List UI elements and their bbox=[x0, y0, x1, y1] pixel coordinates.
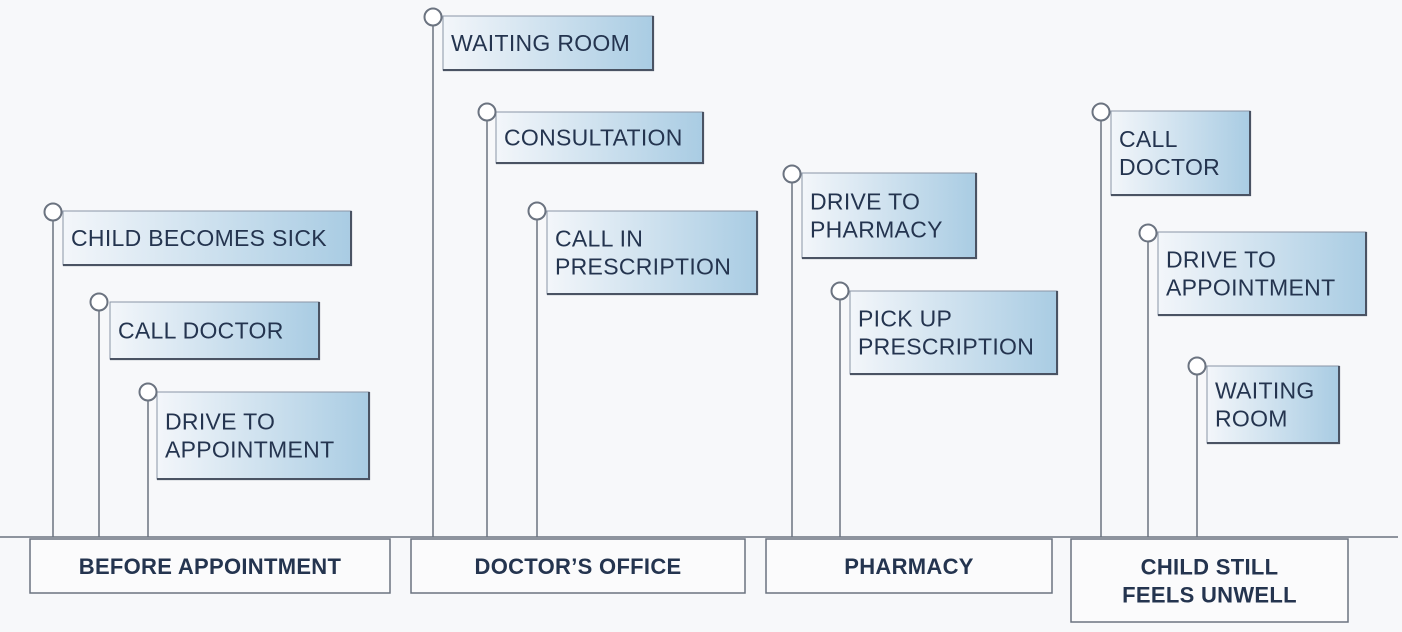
pin-circle-icon bbox=[43, 202, 63, 222]
flag-label: DRIVE TO bbox=[1166, 247, 1276, 273]
stage-label: CHILD STILL bbox=[1141, 555, 1279, 580]
pin-circle-icon bbox=[423, 7, 443, 27]
flag-label: WAITING ROOM bbox=[451, 30, 630, 56]
stage-label: BEFORE APPOINTMENT bbox=[79, 554, 342, 579]
flag-step: CONSULTATION bbox=[477, 102, 705, 537]
flag-box bbox=[1206, 365, 1340, 444]
stage-box bbox=[765, 538, 1053, 594]
flag-label: CALL bbox=[1119, 126, 1178, 152]
flag-box bbox=[62, 210, 352, 266]
pin-circle-icon bbox=[527, 201, 547, 221]
flag-label: APPOINTMENT bbox=[1166, 275, 1335, 301]
flag-label: DRIVE TO bbox=[810, 189, 920, 215]
flag-box bbox=[849, 290, 1058, 375]
flag-label: PRESCRIPTION bbox=[555, 254, 731, 280]
flag-label: PRESCRIPTION bbox=[858, 334, 1034, 360]
flag-label: ROOM bbox=[1215, 406, 1288, 432]
flag-box bbox=[442, 15, 654, 71]
flag-box bbox=[109, 301, 320, 360]
flag-label: DOCTOR bbox=[1119, 154, 1220, 180]
flag-box bbox=[1157, 231, 1367, 316]
stage-box bbox=[29, 538, 391, 594]
flag-box bbox=[495, 111, 704, 164]
pin-circle-icon bbox=[89, 292, 109, 312]
flag-label: CALL DOCTOR bbox=[118, 318, 284, 344]
stage-before: BEFORE APPOINTMENT bbox=[29, 538, 391, 594]
pin-circle-icon bbox=[477, 102, 497, 122]
flag-label: PHARMACY bbox=[810, 217, 943, 243]
stage-unwell: CHILD STILL FEELS UNWELL bbox=[1070, 538, 1349, 623]
stage-doctor: DOCTOR’S OFFICE bbox=[410, 538, 746, 594]
flag-label: PICK UP bbox=[858, 306, 952, 332]
flag-label: CHILD BECOMES SICK bbox=[71, 225, 327, 251]
pin-circle-icon bbox=[1187, 356, 1207, 376]
stage-label: PHARMACY bbox=[844, 554, 974, 579]
flag-step: WAITING ROOM bbox=[423, 7, 655, 537]
pin-circle-icon bbox=[830, 281, 850, 301]
flag-label: DRIVE TO bbox=[165, 409, 275, 435]
pin-circle-icon bbox=[782, 164, 802, 184]
flag-box bbox=[1110, 110, 1251, 196]
stage-label: FEELS UNWELL bbox=[1122, 583, 1297, 608]
stage-box bbox=[410, 538, 746, 594]
flag-step: CHILD BECOMES SICK bbox=[43, 202, 353, 537]
pin-circle-icon bbox=[1138, 223, 1158, 243]
stage-label: DOCTOR’S OFFICE bbox=[475, 554, 682, 579]
flag-label: CONSULTATION bbox=[504, 125, 683, 151]
stage-box bbox=[1070, 538, 1349, 623]
flag-label: APPOINTMENT bbox=[165, 437, 334, 463]
stages: BEFORE APPOINTMENT DOCTOR’S OFFICE PHARMAC… bbox=[29, 538, 1349, 623]
pin-circle-icon bbox=[138, 382, 158, 402]
flag-box bbox=[801, 172, 977, 259]
stage-pharmacy: PHARMACY bbox=[765, 538, 1053, 594]
flag-label: CALL IN bbox=[555, 226, 643, 252]
pin-circle-icon bbox=[1091, 102, 1111, 122]
flag-step: CALL DOCTOR bbox=[89, 292, 321, 537]
flag-box bbox=[546, 210, 758, 295]
flag-box bbox=[156, 391, 370, 480]
flag-label: WAITING bbox=[1215, 378, 1315, 404]
